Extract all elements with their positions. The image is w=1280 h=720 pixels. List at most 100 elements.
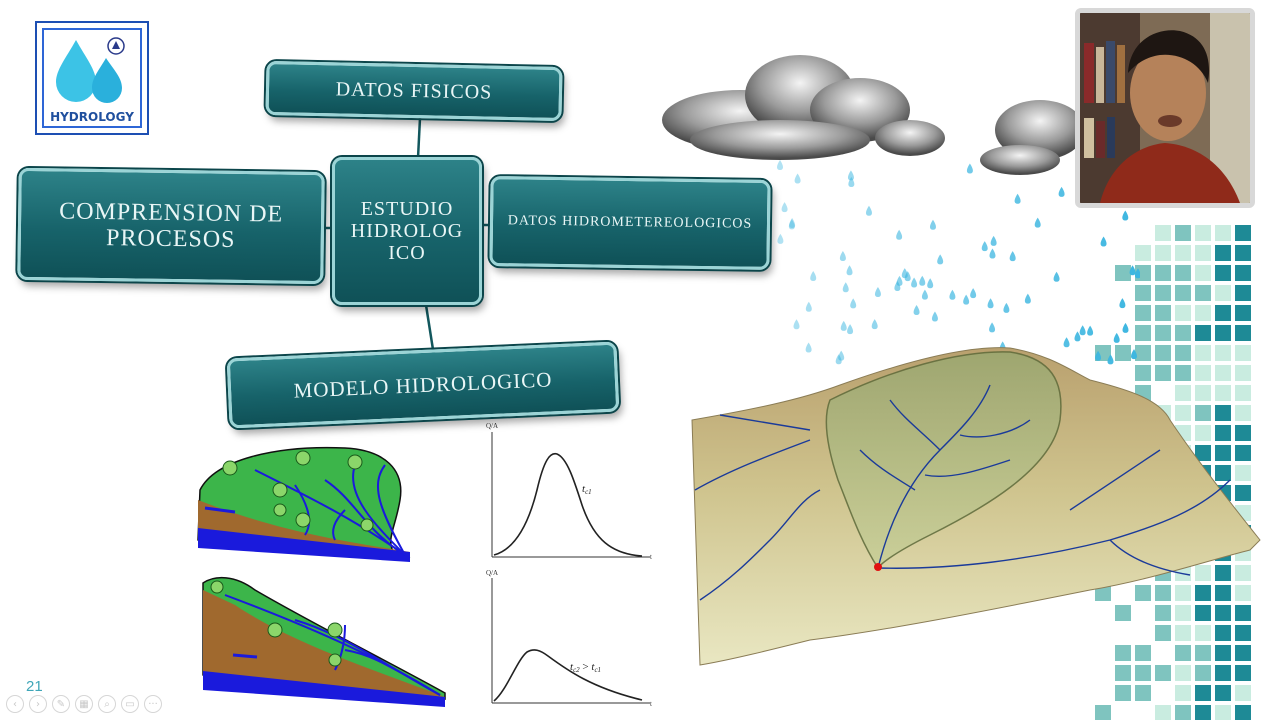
mosaic-square: [1135, 665, 1151, 681]
mosaic-square: [1135, 345, 1151, 361]
mosaic-square: [1215, 345, 1231, 361]
raindrop: [929, 219, 936, 230]
mosaic-square: [1195, 285, 1211, 301]
mosaic-square: [1115, 345, 1131, 361]
datos-fisicos-label: DATOS FISICOS: [335, 77, 493, 104]
mosaic-square: [1175, 305, 1191, 321]
mosaic-square: [1175, 325, 1191, 341]
mosaic-square: [1215, 305, 1231, 321]
mosaic-square: [1235, 225, 1251, 241]
mosaic-square: [1235, 345, 1251, 361]
raindrop: [847, 170, 854, 181]
mosaic-square: [1175, 285, 1191, 301]
mosaic-square: [1175, 665, 1191, 681]
mosaic-square: [1155, 625, 1171, 641]
mosaic-square: [1135, 325, 1151, 341]
mosaic-square: [1215, 225, 1231, 241]
mosaic-square: [1195, 265, 1211, 281]
cloud-left: [662, 55, 945, 160]
watershed-illustrations: [197, 446, 446, 707]
slide-number: 21: [26, 678, 43, 695]
mosaic-square: [1195, 445, 1211, 461]
mosaic-square: [1175, 625, 1191, 641]
slides-icon[interactable]: ▦: [75, 695, 93, 713]
mosaic-square: [1135, 645, 1151, 661]
more-icon[interactable]: ···: [144, 695, 162, 713]
mosaic-square: [1235, 265, 1251, 281]
mosaic-square: [1235, 385, 1251, 401]
mosaic-square: [1135, 245, 1151, 261]
raindrop: [896, 229, 903, 240]
mosaic-square: [1115, 665, 1131, 681]
raindrop: [777, 233, 784, 244]
pen-icon[interactable]: ✎: [52, 695, 70, 713]
raindrop: [1095, 350, 1102, 361]
mosaic-square: [1235, 325, 1251, 341]
mosaic-square: [1175, 345, 1191, 361]
raindrop: [919, 275, 926, 286]
mosaic-square: [1155, 705, 1171, 720]
top-tc: t: [582, 483, 586, 495]
bottom-tc2-sub: c2: [573, 666, 580, 674]
estudio-hidrologico-box: ESTUDIO HIDROLOG ICO: [332, 157, 482, 305]
rain-clouds: [662, 55, 1140, 370]
mosaic-square: [1175, 605, 1191, 621]
raindrop: [1009, 251, 1016, 262]
next-icon[interactable]: ›: [29, 695, 47, 713]
mosaic-square: [1215, 285, 1231, 301]
raindrop: [871, 319, 878, 330]
mosaic-square: [1195, 405, 1211, 421]
raindrop: [981, 241, 988, 252]
mosaic-square: [1155, 605, 1171, 621]
raindrop: [921, 289, 928, 300]
mosaic-square: [1155, 325, 1171, 341]
raindrop: [1034, 217, 1041, 228]
raindrop: [1074, 331, 1081, 342]
mosaic-square: [1155, 345, 1171, 361]
mosaic-square: [1235, 685, 1251, 701]
raindrop: [911, 277, 918, 288]
bottom-tc1: t: [591, 661, 595, 673]
mosaic-square: [1195, 225, 1211, 241]
mosaic-square: [1215, 705, 1231, 720]
mosaic-square: [1095, 585, 1111, 601]
subtitles-icon[interactable]: ▭: [121, 695, 139, 713]
water-drops-icon: [56, 37, 125, 103]
mosaic-square: [1235, 405, 1251, 421]
mosaic-square: [1115, 645, 1131, 661]
comprension-line-1: COMPRENSION DE: [58, 198, 284, 228]
raindrop: [927, 278, 934, 289]
mosaic-square: [1235, 485, 1251, 501]
top-tc-sub: c1: [585, 488, 592, 496]
mosaic-square: [1215, 685, 1231, 701]
raindrop: [1134, 268, 1140, 279]
raindrop: [949, 289, 956, 300]
raindrop: [847, 324, 854, 335]
mosaic-square: [1235, 285, 1251, 301]
raindrop: [1058, 186, 1065, 197]
estudio-line-2: HIDROLOG: [350, 220, 464, 242]
mosaic-square: [1195, 385, 1211, 401]
raindrop: [850, 298, 857, 309]
cloud-right: [980, 100, 1085, 175]
raindrop: [1131, 349, 1138, 360]
mosaic-square: [1115, 605, 1131, 621]
raindrop: [848, 177, 855, 188]
prev-icon[interactable]: ‹: [6, 695, 24, 713]
raindrop: [1113, 332, 1120, 343]
raindrop: [989, 322, 996, 333]
raindrop: [805, 301, 812, 312]
raindrop: [810, 270, 817, 281]
raindrop: [1079, 325, 1086, 336]
zoom-icon[interactable]: ⌕: [98, 695, 116, 713]
mosaic-square: [1235, 625, 1251, 641]
hydrology-logo: HYDROLOGY: [35, 21, 149, 135]
raindrop: [781, 202, 788, 213]
mosaic-square: [1155, 585, 1171, 601]
raindrop: [896, 275, 903, 286]
hydrograph-bottom: Q/A t tc2 > tc1: [486, 569, 652, 708]
mosaic-square: [1195, 585, 1211, 601]
mosaic-square: [1155, 245, 1171, 261]
hydrograph-top: Q/A t tc1: [486, 422, 652, 561]
